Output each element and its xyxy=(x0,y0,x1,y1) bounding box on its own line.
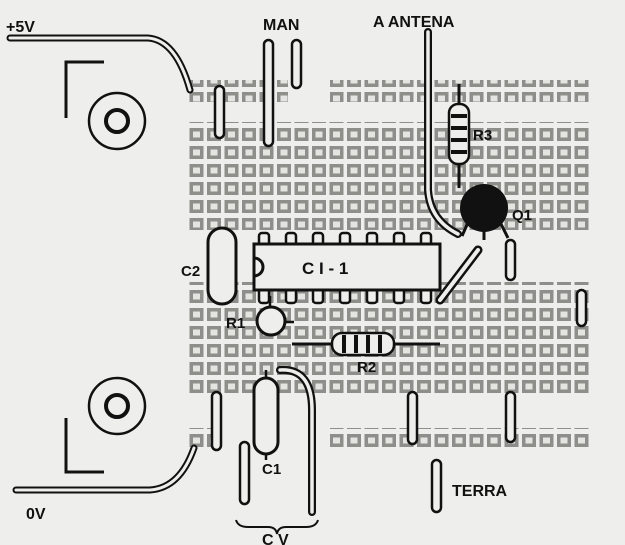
q1-label: Q1 xyxy=(512,207,532,224)
perfboard xyxy=(188,80,590,450)
cv-lead xyxy=(276,365,316,516)
cv-label: C V xyxy=(262,532,289,545)
antenna-lead xyxy=(424,28,462,238)
r2-resistor xyxy=(292,331,440,357)
power-leads xyxy=(6,34,198,494)
ov-label: 0V xyxy=(26,506,46,523)
q1-transistor xyxy=(460,184,510,240)
cv-bracket xyxy=(235,519,319,535)
r1-component xyxy=(255,296,294,337)
terra-label: TERRA xyxy=(452,483,508,500)
man-label: MAN xyxy=(263,17,299,34)
plus5v-wire xyxy=(6,34,194,94)
ic-ci1 xyxy=(252,231,442,305)
r2-label: R2 xyxy=(357,359,376,376)
c2-label: C2 xyxy=(181,263,200,280)
q1-diagonal-wire xyxy=(435,245,483,305)
c1-label: C1 xyxy=(262,461,281,478)
jumper-wires xyxy=(210,38,588,514)
r3-label: R3 xyxy=(473,127,492,144)
left-hardware xyxy=(64,60,147,474)
ci1-label: C I - 1 xyxy=(302,259,348,278)
c2-capacitor xyxy=(206,226,238,306)
c1-capacitor xyxy=(252,370,280,460)
antena-label: A ANTENA xyxy=(373,14,455,31)
r3-resistor xyxy=(447,84,471,188)
plus5v-label: +5V xyxy=(6,19,35,36)
r1-label: R1 xyxy=(226,315,245,332)
